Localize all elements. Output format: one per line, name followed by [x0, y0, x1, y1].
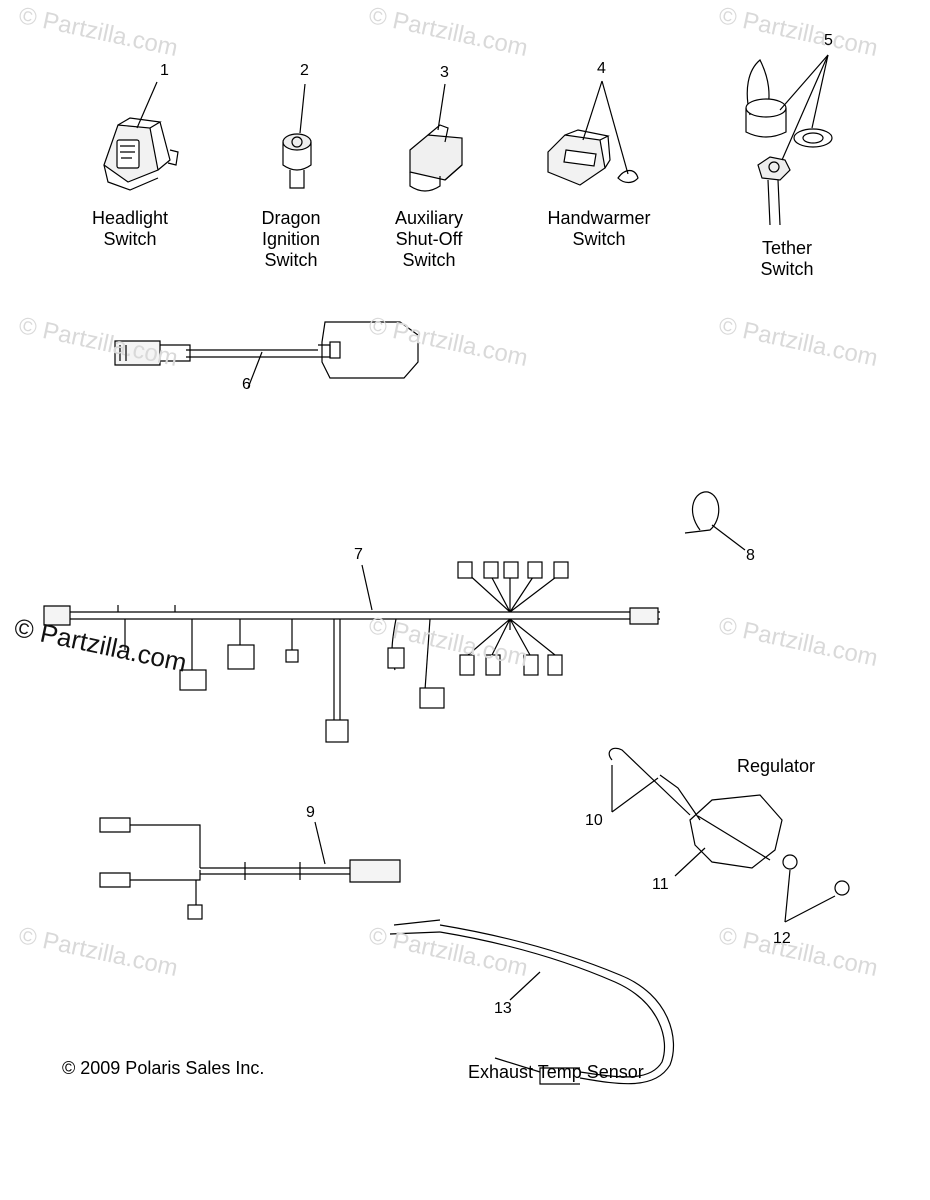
cable-tie-icon	[684, 491, 746, 551]
module-harness-icon	[114, 321, 419, 389]
handwarmer-switch-icon	[547, 80, 639, 186]
callout-1: 1	[160, 62, 169, 79]
callout-7: 7	[354, 546, 363, 563]
shutoff-switch-icon	[409, 83, 463, 192]
exhaust-temp-sensor-icon	[389, 919, 675, 1085]
copyright-notice: © 2009 Polaris Sales Inc.	[62, 1058, 265, 1078]
regulator-label: Regulator	[737, 756, 816, 776]
callout-3: 3	[440, 64, 449, 81]
callout-13: 13	[494, 1000, 512, 1017]
wire-harness-icon	[43, 561, 660, 743]
callout-12: 12	[773, 930, 791, 947]
exhaust-temp-sensor-label: Exhaust Temp Sensor	[468, 1062, 644, 1082]
callout-5: 5	[824, 32, 833, 49]
headlight-switch-icon	[103, 81, 179, 191]
callout-8: 8	[746, 547, 755, 564]
callout-6: 6	[242, 376, 251, 393]
callout-4: 4	[597, 60, 606, 77]
callout-10: 10	[585, 812, 603, 829]
sub-harness-icon	[99, 817, 401, 920]
regulator-icon	[608, 747, 850, 923]
callout-9: 9	[306, 804, 315, 821]
ignition-switch-icon	[282, 83, 312, 189]
tether-switch-icon	[745, 54, 833, 226]
callout-11: 11	[652, 876, 669, 893]
callout-2: 2	[300, 62, 309, 79]
